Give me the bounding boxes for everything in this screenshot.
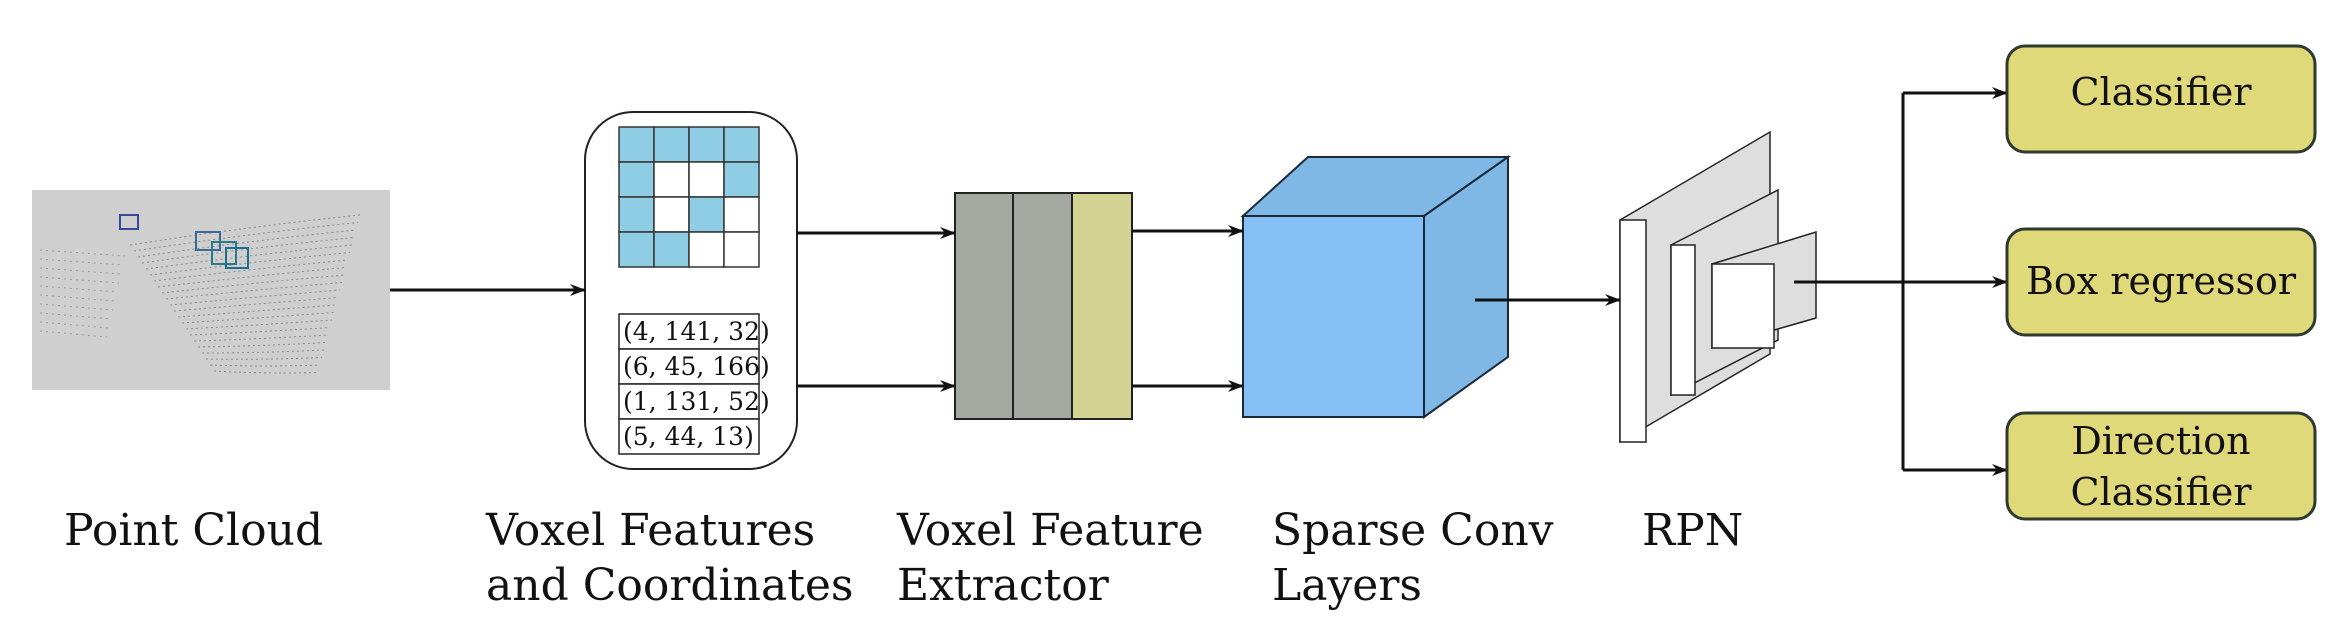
voxel-cell xyxy=(688,196,725,233)
output-direction-label-line2: Classifier xyxy=(2070,470,2252,514)
point-cloud-scan-lines xyxy=(39,214,361,374)
coordinate-cell xyxy=(618,383,760,420)
voxel-cell xyxy=(723,161,760,198)
scan-line xyxy=(189,327,331,336)
3d-cube-icon xyxy=(1240,155,1512,419)
scan-line xyxy=(129,214,361,246)
extractor-layer-3 xyxy=(1071,192,1133,420)
scan-line xyxy=(39,303,114,311)
caption-extractor-line1: Voxel Feature xyxy=(896,505,1204,556)
extractor-layer-1 xyxy=(954,192,1014,420)
scan-line xyxy=(149,252,351,276)
voxel-cell xyxy=(653,196,690,233)
scan-line xyxy=(137,229,357,258)
voxel-cell xyxy=(688,126,725,163)
caption-point-cloud: Point Cloud xyxy=(64,505,323,556)
caption-sparse-conv-line1: Sparse Conv xyxy=(1272,505,1554,556)
voxel-cell xyxy=(723,126,760,163)
caption-rpn: RPN xyxy=(1642,505,1743,556)
output-classifier: Classifier xyxy=(2005,44,2317,154)
output-box-regressor: Box regressor xyxy=(2005,227,2317,337)
coordinate-text: (4, 141, 32) xyxy=(623,317,770,346)
scan-line xyxy=(177,304,337,318)
scan-line xyxy=(39,258,124,266)
voxel-cell xyxy=(653,231,690,268)
caption-voxel-features-line2: and Coordinates xyxy=(486,560,854,611)
extractor-layer-2 xyxy=(1012,192,1073,420)
voxel-cell xyxy=(618,126,655,163)
scan-line xyxy=(185,319,333,330)
coordinate-text: (5, 44, 13) xyxy=(623,422,754,451)
voxel-cell xyxy=(618,161,655,198)
scan-line xyxy=(153,259,349,282)
output-box-regressor-label: Box regressor xyxy=(2026,259,2297,303)
scan-line xyxy=(39,285,118,293)
voxel-cell xyxy=(653,161,690,198)
scan-line xyxy=(145,244,353,270)
detection-boxes xyxy=(119,214,249,269)
scan-line xyxy=(169,289,341,306)
output-direction-label-line1: Direction xyxy=(2071,419,2250,463)
voxel-grid-icon xyxy=(618,126,760,268)
voxel-cell xyxy=(688,161,725,198)
coordinate-text: (6, 45, 166) xyxy=(623,352,770,381)
scan-line xyxy=(39,267,122,275)
voxel-cell xyxy=(618,196,655,233)
scan-line xyxy=(213,370,319,374)
point-cloud-image xyxy=(32,190,390,390)
flow-arrows xyxy=(390,87,2008,476)
voxel-coordinate-list: (4, 141, 32) (6, 45, 166) (1, 131, 52) (5, … xyxy=(618,313,770,455)
coordinate-cell xyxy=(618,313,760,350)
voxel-cell xyxy=(653,126,690,163)
voxel-feature-extractor-block xyxy=(954,192,1133,420)
voxel-cell xyxy=(618,231,655,268)
voxel-cell xyxy=(688,231,725,268)
voxel-cell xyxy=(723,231,760,268)
output-classifier-label: Classifier xyxy=(2070,70,2252,114)
scan-line xyxy=(173,297,339,312)
voxel-features-panel: (4, 141, 32) (6, 45, 166) (1, 131, 52) (5, … xyxy=(584,111,798,470)
scan-line xyxy=(201,349,325,354)
scan-line xyxy=(161,274,345,294)
caption-sparse-conv-line2: Layers xyxy=(1272,560,1422,611)
scan-line xyxy=(157,267,347,288)
coordinate-cell xyxy=(618,348,760,385)
rpn-stack-icon xyxy=(1619,130,1817,444)
scan-line xyxy=(39,294,116,302)
coordinate-cell xyxy=(618,418,760,455)
scan-line xyxy=(39,249,126,257)
caption-voxel-features-line1: Voxel Features xyxy=(485,505,815,556)
coordinate-text: (1, 131, 52) xyxy=(623,387,770,416)
scan-line xyxy=(165,282,343,300)
caption-extractor-line2: Extractor xyxy=(897,560,1110,611)
scan-line xyxy=(209,364,321,367)
scan-line xyxy=(39,276,120,284)
cube-front-face xyxy=(1242,215,1425,418)
output-direction-classifier: Direction Classifier xyxy=(2005,411,2317,521)
stage-captions: Point Cloud Voxel Features and Coordinat… xyxy=(64,505,1743,611)
voxel-cell xyxy=(723,196,760,233)
scan-line xyxy=(181,312,335,324)
